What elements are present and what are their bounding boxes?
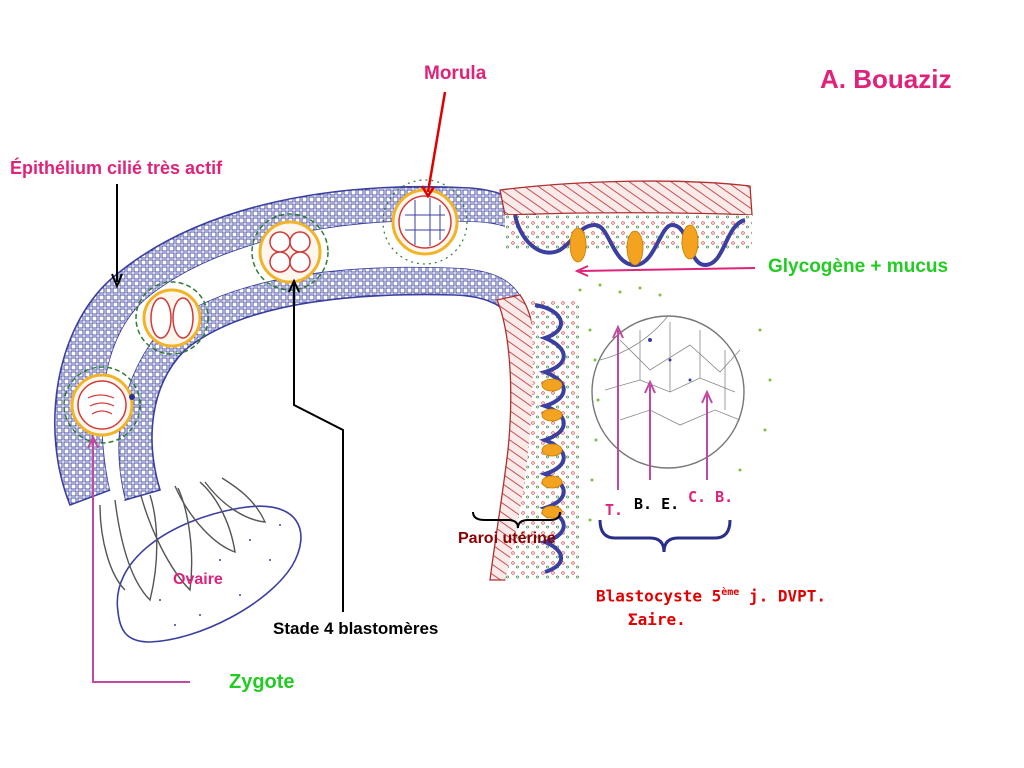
ovary xyxy=(116,505,302,643)
blastocyst-brace xyxy=(598,519,732,553)
glycogen-label: Glycogène + mucus xyxy=(768,256,949,277)
glycogen-arrow xyxy=(579,267,756,272)
pointer-lines xyxy=(87,91,756,683)
blastocyst xyxy=(591,315,745,469)
blastocyst-caption-sup: ème xyxy=(721,587,740,598)
two-cell-stage xyxy=(135,281,209,355)
uterine-wall-label: Paroi utérine xyxy=(458,530,556,547)
morula-arrow xyxy=(426,91,447,193)
author-name: A. Bouaziz xyxy=(820,64,952,94)
blastocyst-caption-main: Blastocyste 5 xyxy=(596,586,722,606)
four-cell-label: Stade 4 blastomères xyxy=(273,619,439,638)
uterine-mucosa-top xyxy=(499,180,753,268)
zygote xyxy=(63,366,141,444)
braces xyxy=(472,511,732,553)
fimbriae xyxy=(99,477,267,602)
embryonic-button-label: B. E. xyxy=(634,495,680,513)
zygote-label: Zygote xyxy=(229,671,295,693)
morula-label: Morula xyxy=(424,63,487,84)
blastocyst-caption-tail: j. DVPT. xyxy=(739,586,826,606)
zygote-arrow xyxy=(92,440,190,683)
blastocyst-caption-line2: Σaire. xyxy=(628,610,686,629)
mucus-speckles xyxy=(578,283,772,522)
uterine-wall-brace xyxy=(472,511,561,529)
four-cell-stage xyxy=(251,213,329,291)
four-cell-arrow xyxy=(293,284,344,612)
blastocyst-caption: Blastocyste 5ème j. DVPT. xyxy=(596,588,826,604)
epithelium-label: Épithélium cilié très actif xyxy=(10,158,223,178)
trophoblast-label: T. xyxy=(605,501,624,519)
glycogen-glands xyxy=(541,224,699,519)
morula-stage xyxy=(382,179,468,265)
blastocoel-label: C. B. xyxy=(688,488,734,506)
ovary-label: Ovaire xyxy=(173,571,223,588)
